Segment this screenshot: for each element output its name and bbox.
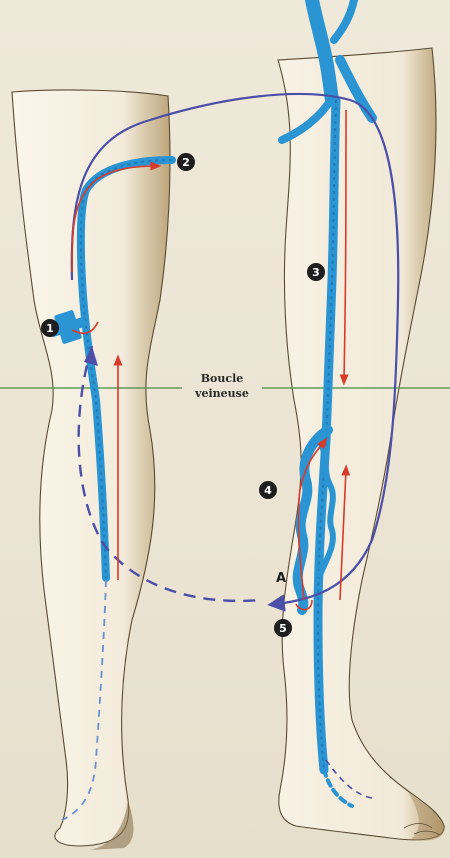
marker-number: 5: [279, 622, 287, 635]
left-leg: [12, 90, 170, 850]
marker-3: 3: [307, 263, 325, 281]
right-leg-outline: [278, 48, 444, 840]
vein-branch: [334, 0, 354, 40]
right-leg: [278, 48, 444, 841]
loop-label-line2: veineuse: [194, 387, 249, 400]
marker-2: 2: [177, 153, 195, 171]
marker-number: 4: [264, 484, 272, 497]
marker-1: 1: [41, 319, 59, 337]
marker-number: 1: [46, 322, 54, 335]
loop-label-line1: Boucle: [201, 372, 244, 385]
marker-number: 3: [312, 266, 320, 279]
marker-4: 4: [259, 481, 277, 499]
marker-5: 5: [274, 619, 292, 637]
left-leg-outline: [12, 90, 170, 846]
point-a-label: A: [276, 571, 286, 586]
marker-number: 2: [182, 156, 190, 169]
